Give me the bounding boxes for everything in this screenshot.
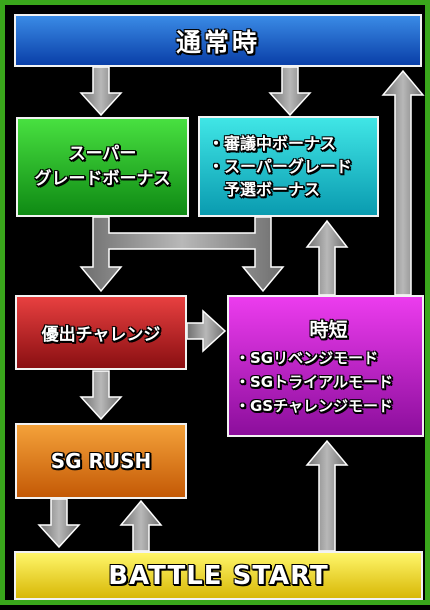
jitan-mode-challenge: ・GSチャレンジモード bbox=[235, 396, 393, 415]
arrow-battle-to-jitan bbox=[305, 439, 349, 552]
node-battle-label: BATTLE START bbox=[108, 560, 329, 591]
arrow-battle-to-sgrush bbox=[119, 499, 163, 552]
node-jitan: 時短 ・SGリベンジモード ・SGトライアルモード ・GSチャレンジモード bbox=[227, 295, 424, 437]
node-normal-mode: 通常時 bbox=[14, 14, 422, 67]
node-sgrush-label: SG RUSH bbox=[50, 449, 152, 473]
arrow-normal-to-super bbox=[79, 66, 123, 117]
arrow-jitan-to-normal bbox=[381, 69, 425, 296]
node-battle-start: BATTLE START bbox=[14, 551, 423, 600]
bonus-item-super-grade: ・スーパーグレード bbox=[208, 157, 352, 176]
arrow-super-bonus-merge bbox=[79, 216, 285, 293]
node-super-grade-bonus: スーパー グレードボーナス bbox=[16, 117, 189, 217]
bonus-item-yosen: 予選ボーナス bbox=[224, 180, 321, 199]
arrow-yushutsu-to-sgrush bbox=[79, 370, 123, 421]
arrow-normal-to-bonus bbox=[268, 66, 312, 117]
jitan-mode-revenge: ・SGリベンジモード bbox=[235, 348, 379, 367]
jitan-mode-trial: ・SGトライアルモード bbox=[235, 372, 393, 391]
node-super-line-2: グレードボーナス bbox=[34, 169, 171, 189]
node-yushutsu-label: 優出チャレンジ bbox=[41, 325, 161, 345]
arrow-sgrush-to-battle bbox=[37, 498, 81, 549]
node-yushutsu-challenge: 優出チャレンジ bbox=[15, 295, 187, 370]
node-sg-rush: SG RUSH bbox=[15, 423, 187, 499]
arrow-yushutsu-to-jitan bbox=[186, 309, 227, 353]
node-super-line-1: スーパー bbox=[68, 144, 137, 164]
node-normal-label: 通常時 bbox=[175, 27, 260, 57]
node-bonus-list: ・審議中ボーナス ・スーパーグレード 予選ボーナス bbox=[198, 116, 379, 217]
arrow-jitan-to-bonus bbox=[305, 219, 349, 296]
jitan-title: 時短 bbox=[309, 318, 348, 341]
bonus-item-shingi: ・審議中ボーナス bbox=[208, 134, 337, 153]
flow-arrows bbox=[37, 66, 425, 552]
